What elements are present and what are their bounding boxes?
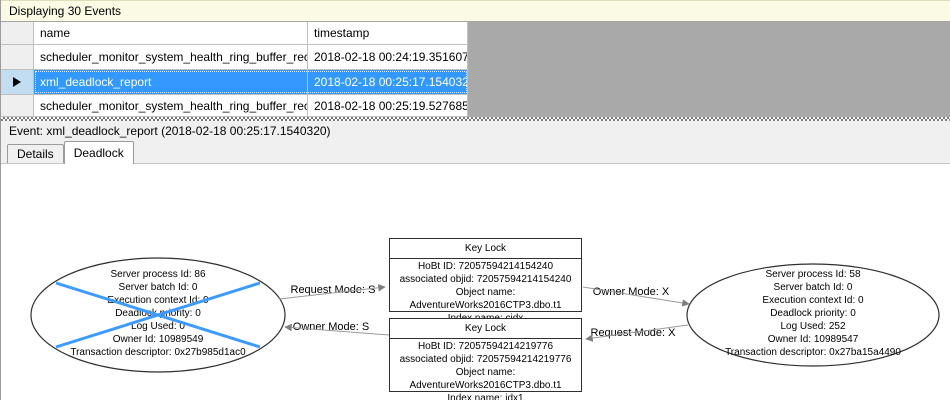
- process-attr: Execution context Id: 0: [107, 295, 209, 306]
- process-attr: Log Used: 252: [780, 321, 846, 332]
- process-node-victim[interactable]: Server process Id: 86 Server batch Id: 0…: [38, 268, 278, 359]
- process-node-ellipse[interactable]: [686, 263, 940, 367]
- table-row[interactable]: scheduler_monitor_system_health_ring_buf…: [1, 95, 950, 117]
- row-selector-header[interactable]: [1, 22, 34, 45]
- resource-node-keylock-bottom[interactable]: Key Lock HoBt ID: 72057594214219776 asso…: [389, 318, 582, 400]
- process-attr: Log Used: 0: [131, 321, 185, 332]
- event-timestamp-cell[interactable]: 2018-02-18 00:24:19.3516078: [308, 45, 468, 70]
- deadlock-graph-canvas: Server process Id: 86 Server batch Id: 0…: [1, 164, 950, 400]
- resource-attr: Object name: AdventureWorks2016CTP3.dbo.…: [409, 287, 562, 311]
- splitter-handle[interactable]: [1, 117, 950, 121]
- event-timestamp-cell[interactable]: 2018-02-18 00:25:17.1540320: [308, 70, 468, 95]
- edge-label-owner-x: Owner Mode: X: [592, 286, 670, 298]
- resource-attr: associated objid: 72057594214219776: [399, 354, 572, 365]
- process-attr: Deadlock priority: 0: [115, 308, 201, 319]
- process-attr: Owner Id: 10989547: [767, 334, 859, 345]
- edge-label-request-x: Request Mode: X: [590, 327, 676, 339]
- row-selector-cell[interactable]: [1, 70, 34, 95]
- edge-label-owner-s: Owner Mode: S: [292, 321, 370, 333]
- events-grid: name timestamp scheduler_monitor_system_…: [1, 22, 950, 117]
- event-name-cell[interactable]: xml_deadlock_report: [34, 70, 308, 95]
- event-summary-label: Event: xml_deadlock_report (2018-02-18 0…: [9, 124, 331, 138]
- process-attr: Server process Id: 58: [765, 269, 861, 280]
- resource-title: Key Lock: [390, 319, 581, 339]
- process-attr: Server batch Id: 0: [773, 282, 853, 293]
- row-selector-cell[interactable]: [1, 45, 34, 70]
- resource-attr: HoBt ID: 72057594214219776: [417, 341, 554, 352]
- current-row-arrow-icon: [13, 77, 21, 87]
- tab-deadlock[interactable]: Deadlock: [63, 141, 134, 164]
- edge-label-request-s: Request Mode: S: [290, 284, 376, 296]
- resource-node-keylock-top[interactable]: Key Lock HoBt ID: 72057594214154240 asso…: [389, 238, 582, 324]
- process-attr: Owner Id: 10989549: [112, 334, 204, 345]
- tab-details[interactable]: Details: [7, 144, 64, 163]
- resource-title: Key Lock: [390, 239, 581, 259]
- tab-strip: Details Deadlock: [1, 141, 950, 164]
- column-header-name[interactable]: name: [34, 22, 308, 45]
- resource-attr: Index name: idx1: [447, 393, 524, 400]
- event-timestamp-cell[interactable]: 2018-02-18 00:25:19.5276859: [308, 95, 468, 117]
- grid-header-row: name timestamp: [1, 22, 950, 45]
- events-count-label: Displaying 30 Events: [9, 4, 122, 18]
- process-node[interactable]: Server process Id: 58 Server batch Id: 0…: [693, 268, 933, 359]
- event-name-cell[interactable]: scheduler_monitor_system_health_ring_buf…: [34, 95, 308, 117]
- event-summary-bar: Event: xml_deadlock_report (2018-02-18 0…: [1, 121, 950, 141]
- process-attr: Transaction descriptor: 0x27b985d1ac0: [70, 347, 246, 358]
- process-attr: Transaction descriptor: 0x27ba15a4490: [725, 347, 901, 358]
- process-attr: Execution context Id: 0: [762, 295, 864, 306]
- events-count-bar: Displaying 30 Events: [1, 0, 950, 22]
- process-attr: Server batch Id: 0: [118, 282, 198, 293]
- column-header-timestamp[interactable]: timestamp: [308, 22, 468, 45]
- resource-attr: HoBt ID: 72057594214154240: [417, 261, 554, 272]
- table-row-selected[interactable]: xml_deadlock_report 2018-02-18 00:25:17.…: [1, 70, 950, 95]
- resource-attr: associated objid: 72057594214154240: [399, 274, 572, 285]
- process-attr: Server process Id: 86: [110, 269, 206, 280]
- table-row[interactable]: scheduler_monitor_system_health_ring_buf…: [1, 45, 950, 70]
- resource-attr: Object name: AdventureWorks2016CTP3.dbo.…: [409, 367, 562, 391]
- row-selector-cell[interactable]: [1, 95, 34, 117]
- event-name-cell[interactable]: scheduler_monitor_system_health_ring_buf…: [34, 45, 308, 70]
- process-attr: Deadlock priority: 0: [770, 308, 856, 319]
